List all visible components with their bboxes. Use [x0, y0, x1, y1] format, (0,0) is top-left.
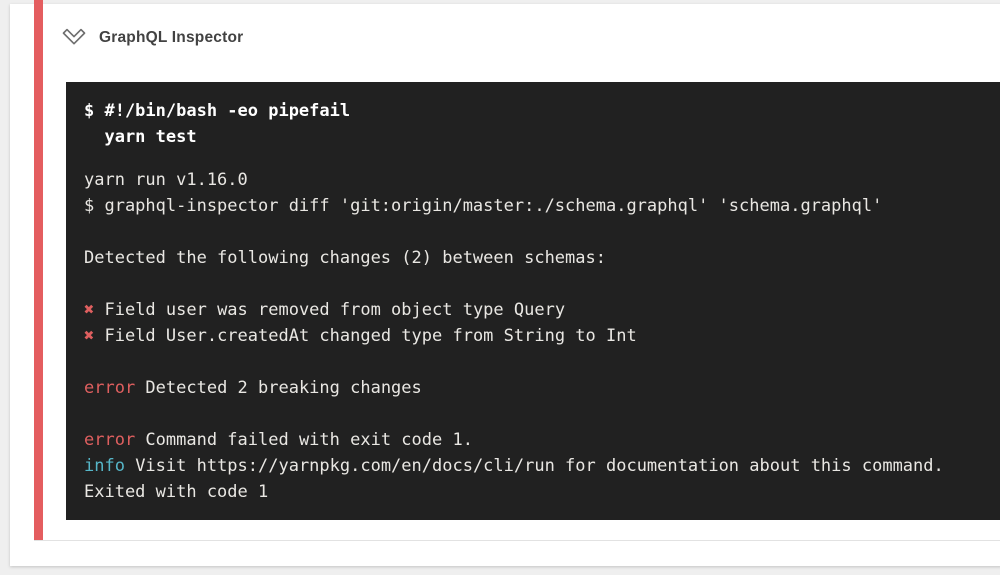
terminal-line [84, 401, 1000, 427]
failed-step-indicator [34, 0, 43, 540]
step-header[interactable]: GraphQL Inspector [56, 22, 243, 54]
terminal-line [84, 219, 1000, 245]
terminal-output-block: yarn run v1.16.0 $ graphql-inspector diff… [84, 167, 1000, 505]
terminal-line: $ graphql-inspector diff 'git:origin/mas… [84, 196, 883, 216]
terminal-line [84, 349, 1000, 375]
terminal-line: error Command failed with exit code 1. [84, 430, 473, 450]
step-divider [34, 540, 1000, 541]
terminal-line: Detected the following changes (2) betwe… [84, 248, 606, 268]
terminal-line: info Visit https://yarnpkg.com/en/docs/c… [84, 456, 944, 476]
terminal-line: ✖ Field User.createdAt changed type from… [84, 326, 637, 346]
step-title: GraphQL Inspector [99, 29, 244, 46]
terminal-line: yarn run v1.16.0 [84, 170, 248, 190]
terminal-line: yarn test [84, 127, 197, 147]
chevron-double-down-icon[interactable] [60, 27, 88, 50]
terminal-line [84, 271, 1000, 297]
terminal-command-block: $ #!/bin/bash -eo pipefail yarn test [84, 98, 1000, 150]
terminal-line: $ #!/bin/bash -eo pipefail [84, 101, 351, 121]
terminal-line: Exited with code 1 [84, 482, 269, 502]
terminal-output: $ #!/bin/bash -eo pipefail yarn test yar… [66, 82, 1000, 520]
terminal-line: ✖ Field user was removed from object typ… [84, 300, 566, 320]
terminal-line: error Detected 2 breaking changes [84, 378, 422, 398]
